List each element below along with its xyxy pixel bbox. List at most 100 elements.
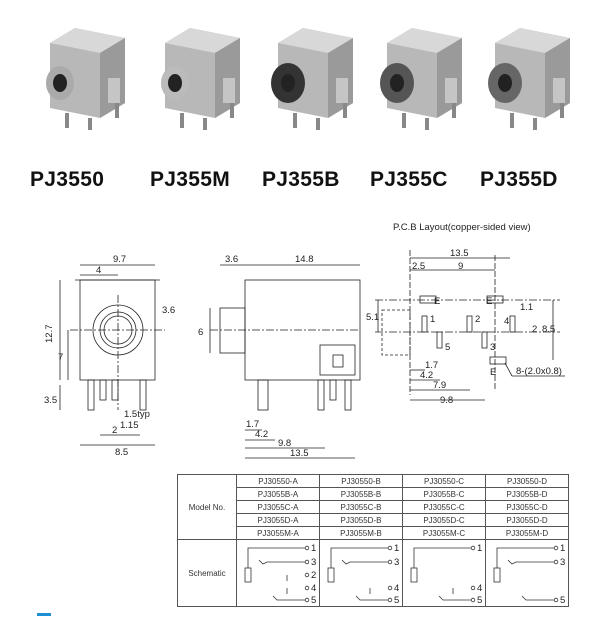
model-cell: PJ3055D-C	[402, 513, 486, 527]
schematic-pin-label: 5	[394, 595, 399, 606]
schematic-pin-label: 4	[477, 583, 482, 594]
dim-pin-offset-3: 9.8	[278, 438, 291, 449]
schematic-pin-label: 4	[311, 583, 316, 594]
model-cell: PJ3055C-D	[485, 500, 569, 514]
model-cell: PJ3055B-D	[485, 487, 569, 501]
model-cell: PJ3055M-C	[402, 526, 486, 540]
pin-label-1: 1	[430, 314, 435, 325]
schematic-pin-label: 3	[560, 557, 565, 568]
model-cell: PJ3055C-B	[319, 500, 403, 514]
schematic-pin-label: 1	[560, 543, 565, 554]
product-photo-pj355d	[475, 18, 575, 136]
model-cell: PJ3055C-C	[402, 500, 486, 514]
product-label-pj355m: PJ355M	[150, 168, 231, 191]
schematic-pin-label: 5	[560, 595, 565, 606]
pin-label-4: 4	[504, 316, 509, 327]
pin-label-e: E	[490, 367, 496, 378]
dim-base-width: 8.5	[115, 447, 128, 458]
dim-total-length: 13.5	[290, 448, 309, 459]
dim-width: 9.7	[113, 254, 126, 265]
schematic-label: Schematic	[177, 539, 237, 607]
model-cell: PJ3055B-A	[236, 487, 320, 501]
pin-label-e: E	[486, 296, 492, 307]
model-cell: PJ3055B-B	[319, 487, 403, 501]
pcb-dim-2-5: 2.5	[412, 261, 425, 272]
product-photo-pj355m	[145, 18, 245, 136]
technical-drawings: 9.7 4 3.6 12.7 7 3.5 1.5typ 2 1.15 8.5 3…	[44, 222, 565, 459]
product-photo-pj355b	[258, 18, 358, 136]
schematic-pin-label: 2	[311, 570, 316, 581]
pcb-dim-9: 9	[458, 261, 463, 272]
pcb-dim-7-9: 7.9	[433, 380, 446, 391]
pin-label-5: 5	[445, 342, 450, 353]
schematic-pin-label: 1	[394, 543, 399, 554]
schematic-pin-label: 1	[477, 543, 482, 554]
pin-label-3: 3	[490, 342, 495, 353]
model-cell: PJ3055D-A	[236, 513, 320, 527]
model-no-label: Model No.	[177, 474, 237, 540]
dim-center-height: 7	[58, 352, 63, 363]
pcb-dim-4-2: 4.2	[420, 370, 433, 381]
model-cell: PJ3055D-D	[485, 513, 569, 527]
pcb-dim-8-5: 8.5	[542, 324, 555, 335]
pin-label-e: E	[434, 296, 440, 307]
dim-barrel-diameter: 6	[198, 327, 203, 338]
product-label-pj355c: PJ355C	[370, 168, 448, 191]
model-cell: PJ3055M-A	[236, 526, 320, 540]
dim-barrel-length: 3.6	[225, 254, 238, 265]
product-label-pj355b: PJ355B	[262, 168, 340, 191]
model-cell: PJ3055D-B	[319, 513, 403, 527]
dim-pin-length: 3.5	[44, 395, 57, 406]
side-view-drawing: 3.6 14.8 6 1.7 4.2 9.8 13.5	[198, 254, 361, 459]
dim-pin-gap: 1.15	[120, 420, 139, 431]
pcb-dim-5-1: 5.1	[366, 312, 379, 323]
pcb-layout-drawing: P.C.B Layout(copper-sided view) 13.5 2.5…	[366, 222, 565, 406]
dim-offset: 4	[96, 265, 101, 276]
schematic-pin-label: 3	[311, 557, 316, 568]
pcb-dim-total: 13.5	[450, 248, 469, 259]
pcb-dim-1-1: 1.1	[520, 302, 533, 313]
pcb-dim-9-8: 9.8	[440, 395, 453, 406]
pcb-layout-title: P.C.B Layout(copper-sided view)	[393, 222, 531, 233]
dim-pin-pitch: 2	[112, 425, 117, 436]
model-cell: PJ30550-D	[485, 474, 569, 488]
model-cell: PJ3055M-D	[485, 526, 569, 540]
schematic-pin-label: 5	[311, 595, 316, 606]
schematic-pin-label: 4	[394, 583, 399, 594]
product-label-pj3550: PJ3550	[30, 168, 105, 191]
model-cell: PJ30550-A	[236, 474, 320, 488]
schematic-pin-label: 3	[394, 557, 399, 568]
model-cell: PJ3055C-A	[236, 500, 320, 514]
model-cell: PJ30550-C	[402, 474, 486, 488]
pcb-dim-2: 2	[532, 324, 537, 335]
front-view-drawing: 9.7 4 3.6 12.7 7 3.5 1.5typ 2 1.15 8.5	[44, 254, 175, 458]
pin-label-2: 2	[475, 314, 480, 325]
product-photo-pj355c	[367, 18, 467, 136]
product-label-pj355d: PJ355D	[480, 168, 558, 191]
pad-size-note: 8-(2.0x0.8)	[516, 366, 562, 377]
schematic-pin-label: 1	[311, 543, 316, 554]
pcb-dim-1-7: 1.7	[425, 360, 438, 371]
model-cell: PJ30550-B	[319, 474, 403, 488]
model-cell: PJ3055B-C	[402, 487, 486, 501]
dim-pin-width: 1.5typ	[124, 409, 150, 420]
schematic-diagram: 1 3 5	[485, 539, 569, 607]
model-cell: PJ3055M-B	[319, 526, 403, 540]
dim-height: 12.7	[44, 325, 55, 344]
dim-pin-offset-1: 1.7	[246, 419, 259, 430]
dim-pin-offset-2: 4.2	[255, 429, 268, 440]
product-photo-pj3550	[30, 18, 130, 136]
accent-bar	[37, 613, 51, 616]
schematic-pin-label: 5	[477, 595, 482, 606]
dim-body-length: 14.8	[295, 254, 314, 265]
